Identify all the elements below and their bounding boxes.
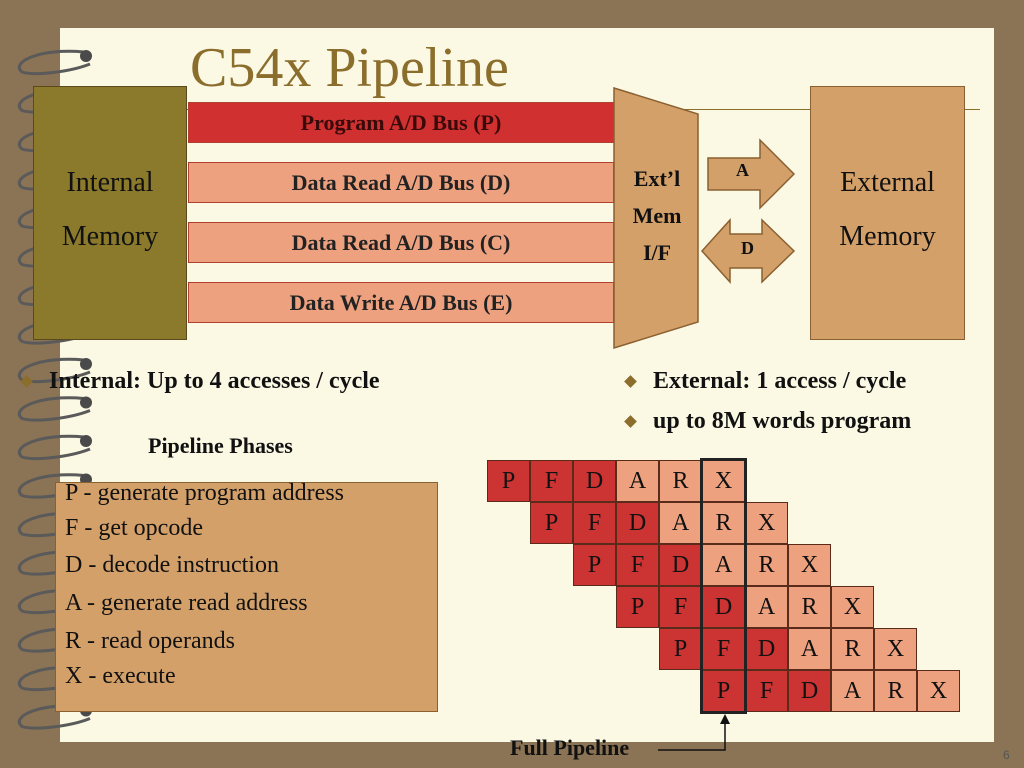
pipeline-cell: R	[788, 586, 831, 628]
internal-memory-label-line1: Internal	[66, 167, 154, 198]
data-read-bus-d: Data Read A/D Bus (D)	[188, 162, 614, 203]
pipeline-cell: R	[702, 502, 745, 544]
pipeline-cell: D	[788, 670, 831, 712]
external-memory-block: External Memory	[810, 86, 965, 340]
ext-mem-interface-label-line3: I/F	[642, 240, 672, 265]
ext-mem-interface-label-line2: Mem	[632, 203, 682, 228]
pipeline-cell: F	[659, 586, 702, 628]
phase-item: A - generate read address	[65, 590, 308, 616]
pipeline-cell: P	[487, 460, 530, 502]
phase-item: R - read operands	[65, 628, 235, 654]
pipeline-cell: A	[702, 544, 745, 586]
slide-title: C54x Pipeline	[190, 37, 509, 99]
pipeline-cell: F	[702, 628, 745, 670]
phase-item: D - decode instruction	[65, 552, 279, 578]
bullet-external: External: 1 access / cycle	[624, 368, 907, 395]
full-pipeline-highlight	[700, 458, 747, 714]
program-bus: Program A/D Bus (P)	[188, 102, 614, 143]
pipeline-cell: X	[831, 586, 874, 628]
pipeline-cell: P	[616, 586, 659, 628]
pipeline-cell: R	[831, 628, 874, 670]
pipeline-cell: A	[745, 586, 788, 628]
pipeline-cell: D	[745, 628, 788, 670]
pipeline-cell: A	[616, 460, 659, 502]
data-arrow	[700, 218, 796, 284]
ext-mem-interface-shape	[613, 86, 699, 350]
pipeline-cell: A	[831, 670, 874, 712]
page-number: 6	[1003, 748, 1010, 762]
bullet-internal: Internal: Up to 4 accesses / cycle	[20, 368, 380, 395]
data-arrow-label: D	[741, 238, 754, 258]
data-write-bus-e: Data Write A/D Bus (E)	[188, 282, 614, 323]
full-pipeline-label: Full Pipeline	[510, 735, 630, 760]
address-arrow-label: A	[736, 160, 749, 180]
pipeline-cell: F	[616, 544, 659, 586]
bullet-internal-text: Internal: Up to 4 accesses / cycle	[49, 368, 380, 394]
internal-memory-block: Internal Memory	[33, 86, 187, 340]
pipeline-phases-box	[55, 482, 438, 712]
phase-item: X - execute	[65, 663, 176, 689]
data-read-bus-c: Data Read A/D Bus (C)	[188, 222, 614, 263]
pipeline-cell: D	[616, 502, 659, 544]
pipeline-cell: X	[917, 670, 960, 712]
pipeline-cell: D	[573, 460, 616, 502]
pipeline-cell: R	[745, 544, 788, 586]
pipeline-cell: F	[745, 670, 788, 712]
pipeline-cell: F	[530, 460, 573, 502]
pipeline-cell: P	[659, 628, 702, 670]
pipeline-cell: P	[573, 544, 616, 586]
ext-mem-interface-label-line1: Ext’l	[633, 166, 681, 191]
internal-memory-label-line2: Memory	[61, 221, 159, 252]
pipeline-cell: X	[874, 628, 917, 670]
bullet-external-text: External: 1 access / cycle	[653, 368, 907, 394]
external-memory-label-line1: External	[840, 167, 935, 198]
phase-item: F - get opcode	[65, 515, 203, 541]
bullet-program-text: up to 8M words program	[653, 408, 912, 434]
external-memory-label-line2: Memory	[839, 221, 936, 252]
pipeline-cell: A	[659, 502, 702, 544]
spiral-ring	[18, 49, 92, 76]
pipeline-cell: P	[530, 502, 573, 544]
bullet-program: up to 8M words program	[624, 408, 912, 435]
address-arrow	[707, 138, 796, 210]
phase-item: P - generate program address	[65, 480, 344, 506]
pipeline-cell: A	[788, 628, 831, 670]
pipeline-cell: R	[874, 670, 917, 712]
pipeline-phases-title: Pipeline Phases	[148, 433, 293, 458]
pipeline-cell: F	[573, 502, 616, 544]
spiral-ring	[18, 396, 92, 422]
pipeline-cell: X	[788, 544, 831, 586]
bus-arrows	[700, 138, 796, 284]
spiral-ring	[18, 434, 92, 461]
